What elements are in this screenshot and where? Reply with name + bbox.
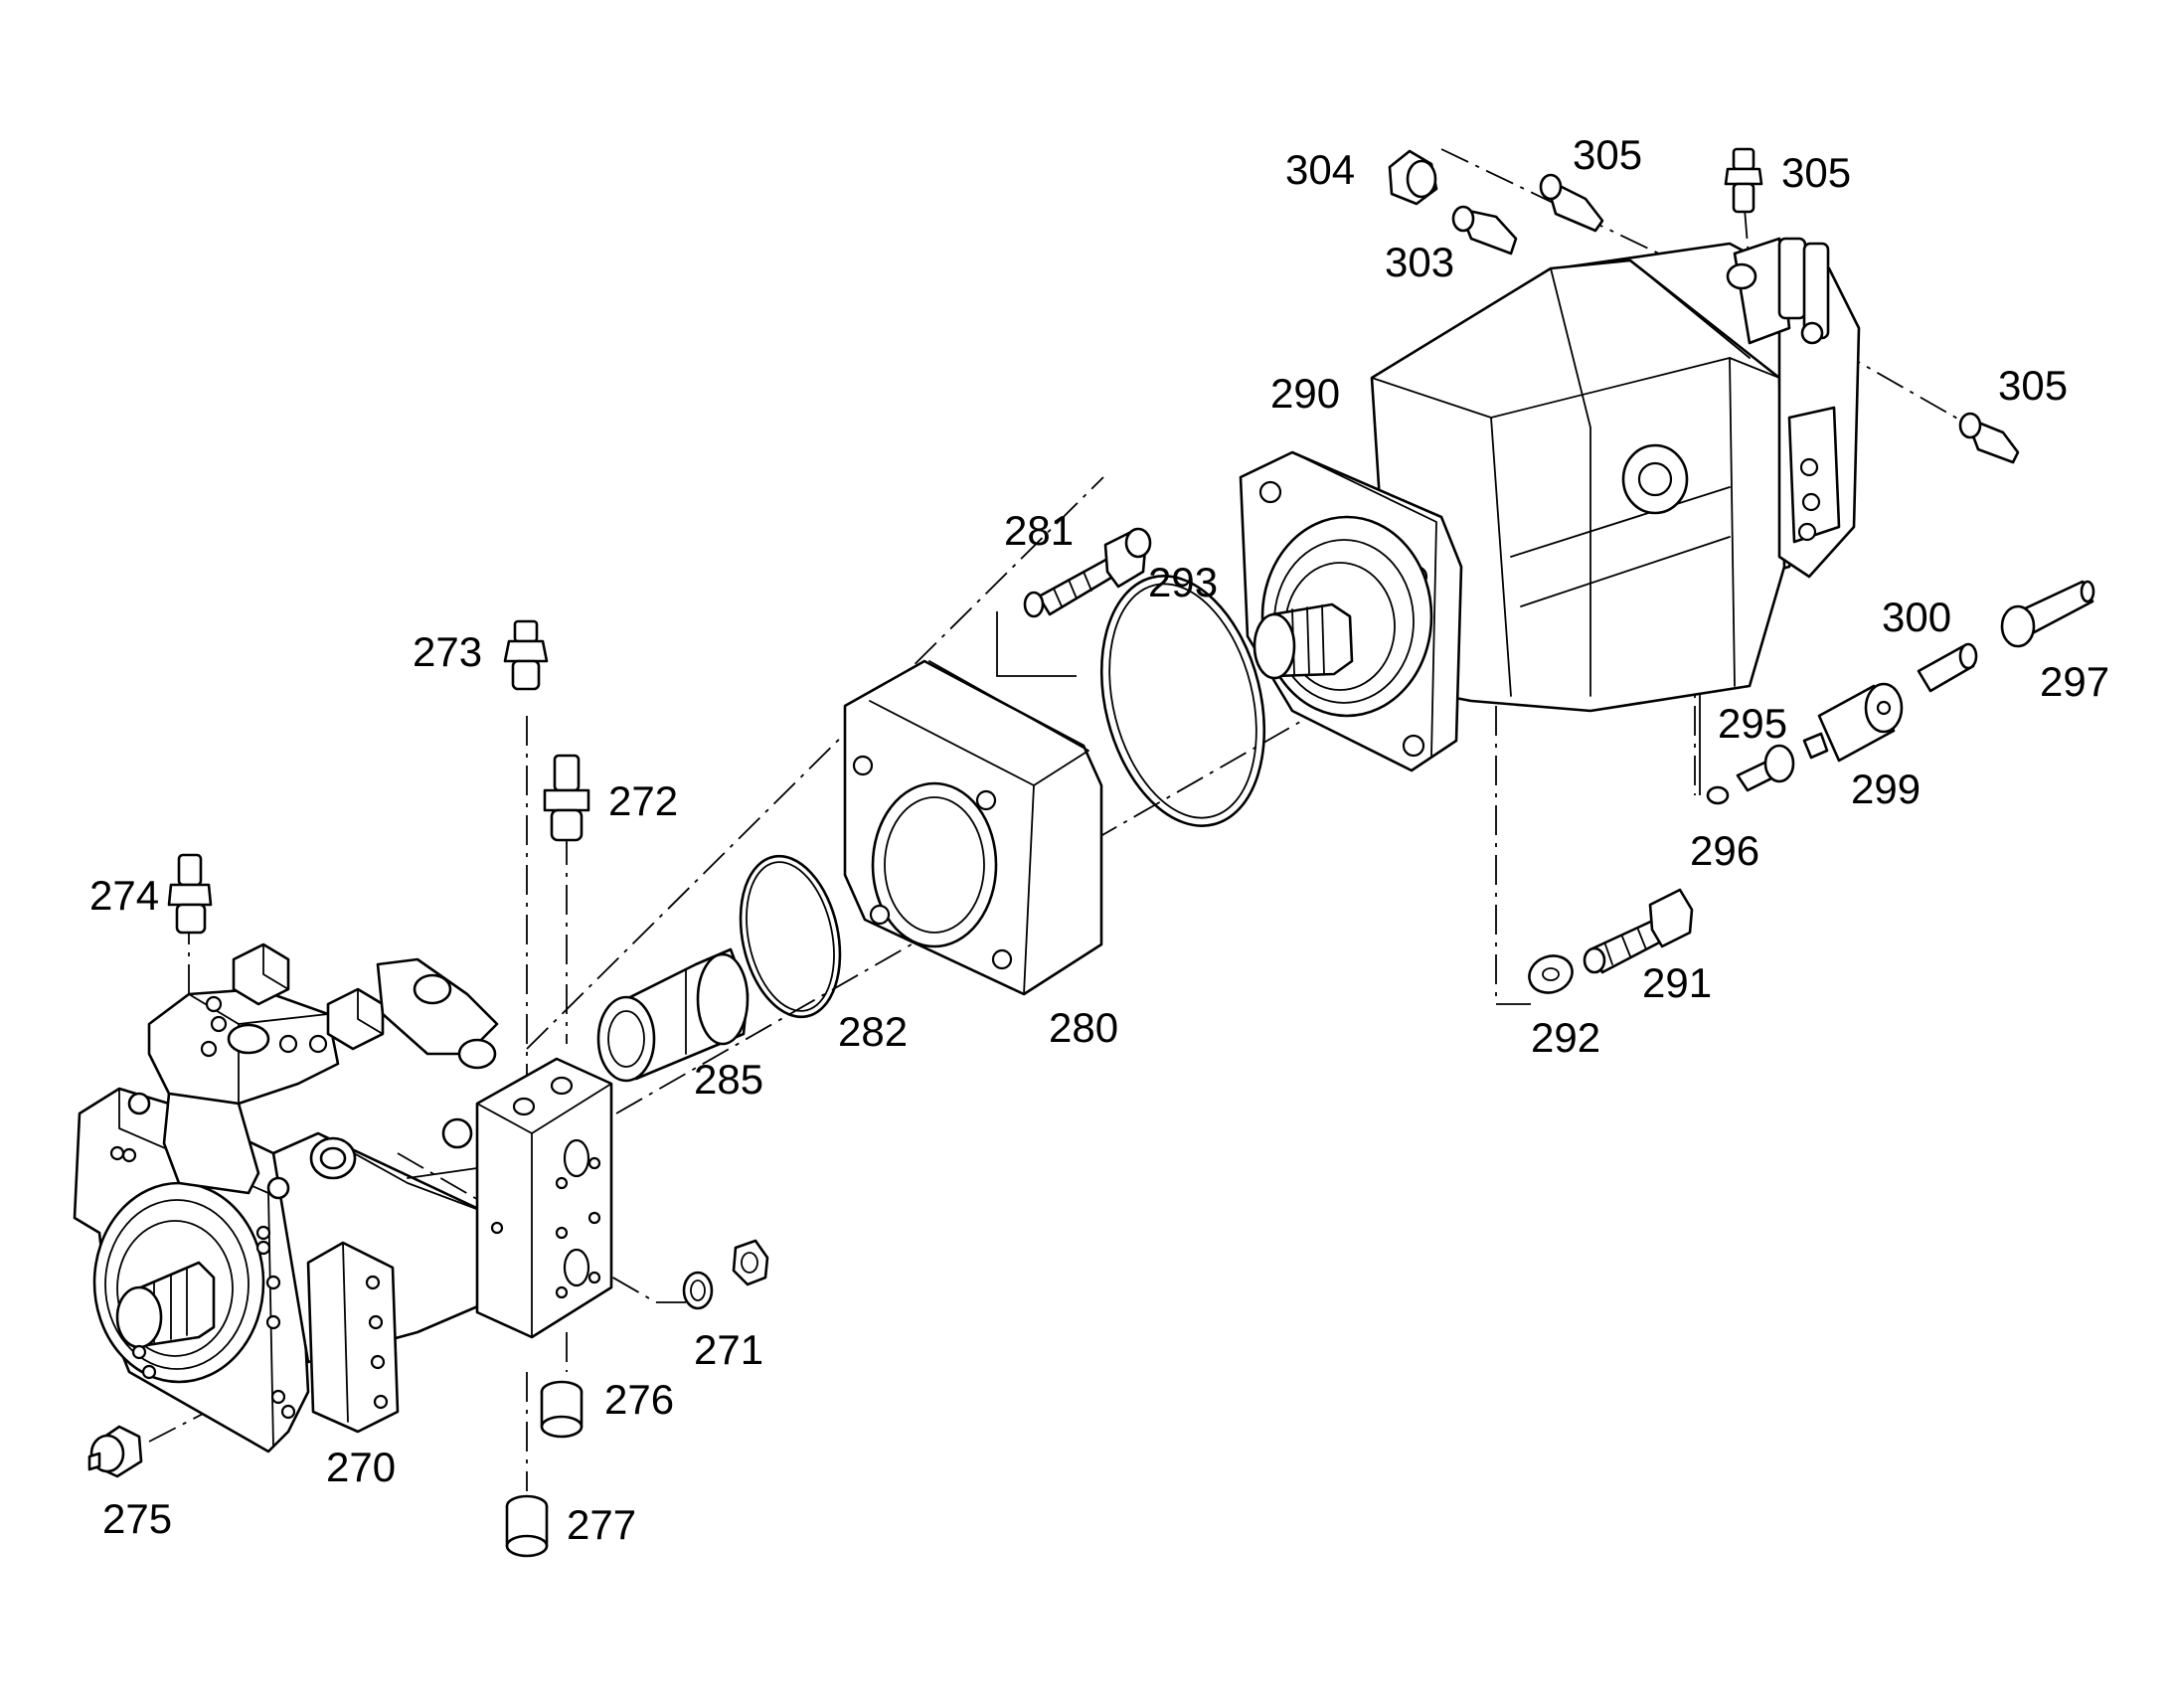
callout-272: 272 [608, 777, 678, 824]
callout-270: 270 [326, 1444, 396, 1490]
callout-303: 303 [1385, 239, 1454, 285]
callout-274: 274 [89, 872, 159, 919]
callout-305-top-right: 305 [1781, 149, 1851, 196]
callout-292: 292 [1531, 1014, 1600, 1061]
fitting-300 [1917, 642, 1978, 693]
callout-labels: 304 305 305 303 290 305 281 293 300 297 … [89, 131, 2109, 1548]
callout-276: 276 [604, 1376, 674, 1423]
callout-305-top-center: 305 [1573, 131, 1642, 178]
plug-276 [540, 1380, 584, 1439]
fitting-303 [1451, 205, 1518, 256]
callout-271: 271 [694, 1326, 763, 1373]
callout-305-right: 305 [1998, 362, 2068, 409]
callout-299: 299 [1851, 766, 1921, 812]
callout-291: 291 [1642, 959, 1712, 1006]
o-ring-282 [739, 854, 842, 1019]
o-ring-293 [1099, 575, 1266, 827]
plug-275 [87, 1425, 143, 1478]
plug-304 [1388, 149, 1438, 206]
callout-282: 282 [838, 1008, 908, 1055]
port-block [475, 1057, 613, 1339]
callout-297: 297 [2040, 658, 2109, 705]
valve-299 [1802, 682, 1904, 763]
callout-300: 300 [1882, 594, 1951, 640]
fitting-273 [503, 619, 549, 691]
washer-292 [1528, 954, 1574, 994]
callout-280: 280 [1049, 1004, 1118, 1051]
callout-285: 285 [694, 1056, 763, 1103]
fitting-274 [167, 853, 213, 935]
fitting-305-top-right [1724, 147, 1763, 214]
fitting-305-top-center [1539, 173, 1604, 233]
callout-296: 296 [1690, 827, 1759, 874]
callout-290: 290 [1270, 370, 1340, 417]
o-ring-296 [1706, 785, 1730, 805]
plug-277 [505, 1494, 549, 1558]
nut-and-washer-271 [682, 1239, 769, 1310]
fitting-305-right [1958, 412, 2020, 464]
callout-273: 273 [413, 628, 482, 675]
motor-housing-290 [1239, 237, 1861, 772]
bolt-281 [1023, 527, 1152, 618]
adapter-block-280 [843, 659, 1103, 996]
callout-281: 281 [1004, 507, 1074, 554]
bolt-291 [1583, 888, 1694, 974]
callout-295: 295 [1718, 700, 1787, 747]
callout-275: 275 [102, 1495, 172, 1542]
fitting-297 [2000, 580, 2095, 648]
callout-293: 293 [1148, 559, 1218, 605]
callout-304: 304 [1285, 146, 1355, 193]
bushing-285 [596, 947, 750, 1083]
pump-assembly-270 [73, 942, 518, 1453]
callout-277: 277 [567, 1501, 636, 1548]
fitting-272 [543, 754, 590, 842]
fitting-295 [1736, 744, 1795, 792]
